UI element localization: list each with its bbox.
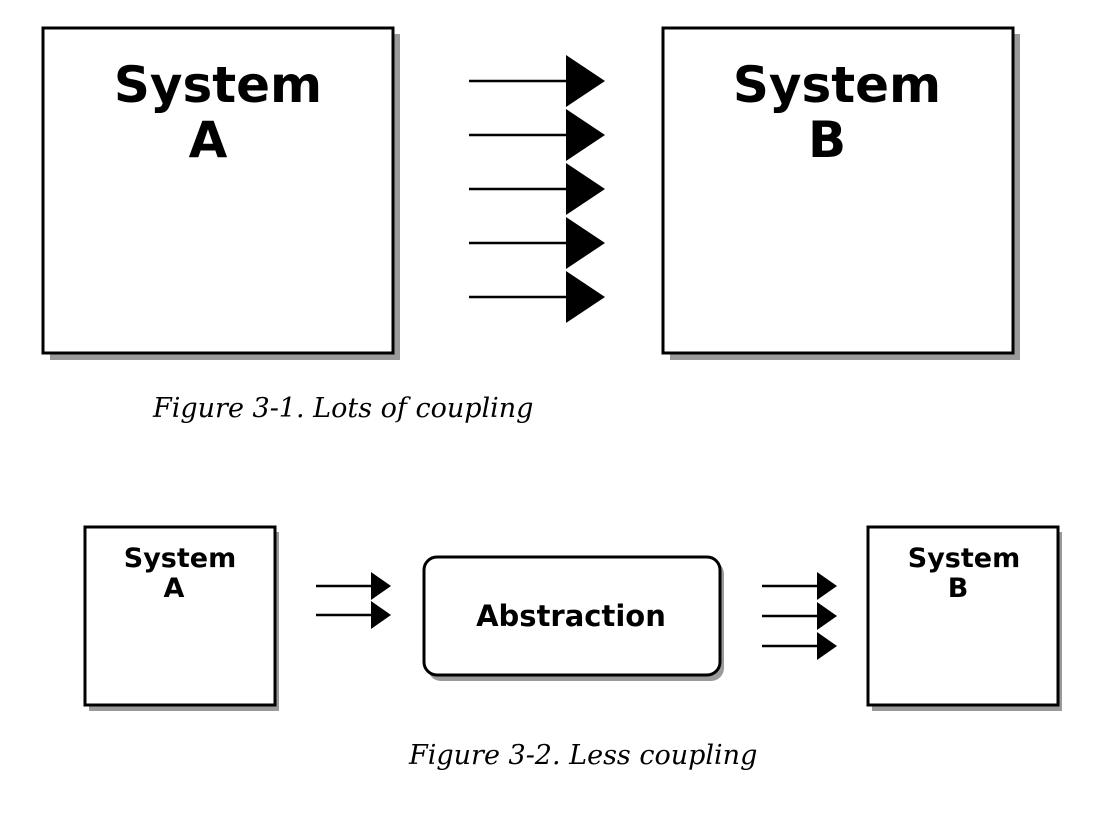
fig1-arrow [469, 109, 605, 161]
fig1-system-a-label-line2: A [189, 111, 228, 169]
fig2-abstraction-rect [422, 555, 722, 677]
fig1-system-b-label-line1: System [733, 56, 941, 114]
figure-3-2-caption: Figure 3-2. Less coupling [409, 740, 758, 771]
figure-3-1-caption: Figure 3-1. Lots of coupling [153, 393, 534, 424]
fig1-system-a-rect [41, 26, 395, 355]
fig2-system-b-label-line2: B [948, 573, 969, 604]
fig1-system-b-rect [661, 26, 1015, 355]
fig2-arrow [316, 572, 391, 600]
fig2-system-a-label-line2: A [164, 573, 185, 604]
fig1-arrow [469, 271, 605, 323]
fig1-arrow [469, 217, 605, 269]
fig2-arrow [762, 602, 837, 630]
fig1-system-a-label-line1: System [114, 56, 322, 114]
fig1-system-a-box: System A [41, 26, 400, 360]
fig1-arrow [469, 55, 605, 107]
fig1-arrows [469, 55, 605, 323]
fig2-arrows-abstraction-to-b [762, 572, 837, 660]
fig1-arrow [469, 163, 605, 215]
fig2-system-b-label-line1: System [908, 543, 1020, 574]
fig2-abstraction-box: Abstraction [422, 555, 724, 681]
fig2-system-b-box: System B [866, 525, 1062, 711]
fig2-arrow [762, 632, 837, 660]
fig2-system-a-label-line1: System [124, 543, 236, 574]
fig1-system-b-label-line2: B [808, 111, 846, 169]
figure-3-1: System A System B [41, 26, 1020, 360]
fig2-system-a-rect [83, 525, 277, 707]
fig2-system-b-rect [866, 525, 1060, 707]
fig2-arrows-a-to-abstraction [316, 572, 391, 629]
figure-3-2: System A Abstraction [83, 525, 1062, 711]
fig2-system-a-box: System A [83, 525, 279, 711]
fig2-arrow [316, 601, 391, 629]
fig2-arrow [762, 572, 837, 600]
fig2-abstraction-label: Abstraction [476, 599, 666, 633]
fig1-system-b-box: System B [661, 26, 1020, 360]
